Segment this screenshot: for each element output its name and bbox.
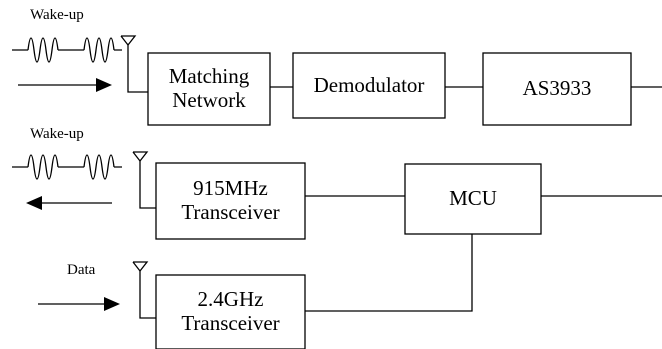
- transceiver-915-box: [155, 162, 306, 240]
- demodulator-box: [292, 52, 446, 119]
- mcu-box: [404, 163, 542, 235]
- antenna-1: [120, 35, 148, 93]
- data-label: Data: [67, 262, 96, 278]
- link-mcu-24: [305, 234, 473, 312]
- wakeup-rx-arrow: [18, 78, 112, 92]
- transceiver-24-box: [155, 274, 306, 349]
- matching-network-box: [147, 52, 271, 126]
- data-arrow: [38, 297, 120, 311]
- antenna-3: [132, 261, 156, 319]
- wakeup-rx-label: Wake-up: [30, 7, 84, 23]
- wakeup-tx-label: Wake-up: [30, 126, 84, 142]
- wakeup-tx-arrow: [26, 196, 112, 210]
- as3933-box: [482, 52, 632, 126]
- wakeup-tx-waveform: [12, 154, 122, 180]
- wakeup-rx-waveform: [12, 37, 122, 63]
- antenna-2: [132, 151, 156, 209]
